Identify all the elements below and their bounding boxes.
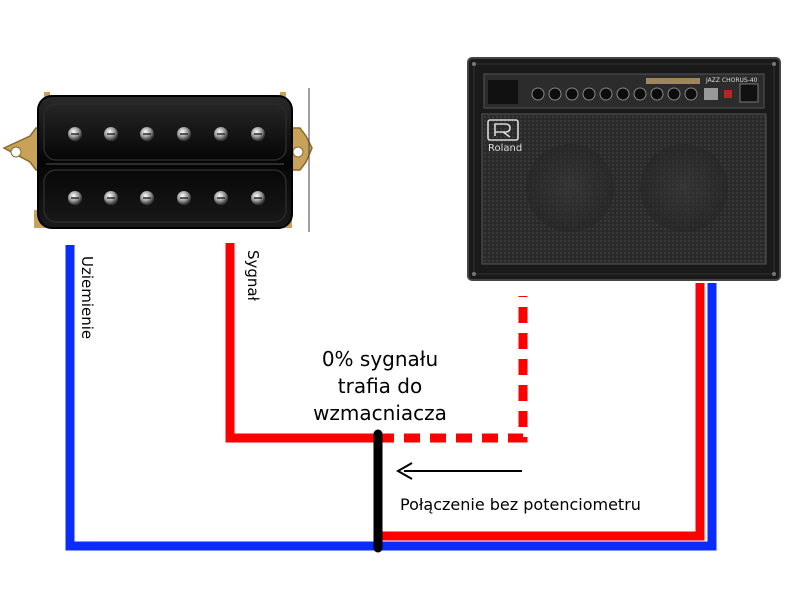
amp-knobs [531, 87, 698, 101]
connection-label: Połączenie bez potenciometru [400, 495, 641, 514]
signal-wire-dashed [378, 296, 528, 443]
amp-speaker-left [526, 144, 614, 232]
caption-line-2: trafia do [337, 374, 423, 398]
roland-amplifier: JAZZ CHORUS-40 Roland [467, 57, 781, 281]
roland-logo-icon [487, 119, 519, 141]
caption-line-3: wzmacniacza [313, 401, 447, 425]
signal-label: Sygnał [244, 250, 262, 301]
amp-model-text: JAZZ CHORUS-40 [705, 77, 758, 84]
ground-wire [65, 245, 717, 551]
pickup-body [37, 95, 293, 229]
amp-brand-text: Roland [488, 143, 522, 154]
arrow-left-icon [395, 462, 522, 480]
ground-label: Uziemienie [78, 256, 96, 340]
pickup-pole-screws [68, 127, 265, 205]
amp-speaker-right [640, 144, 728, 232]
caption-line-1: 0% sygnału [321, 347, 439, 371]
signal-wire-amp [378, 283, 705, 541]
humbucker-pickup [2, 88, 313, 232]
signal-percent-caption: 0% sygnału trafia do wzmacniacza [290, 346, 470, 427]
signal-wire-pickup [225, 243, 378, 443]
